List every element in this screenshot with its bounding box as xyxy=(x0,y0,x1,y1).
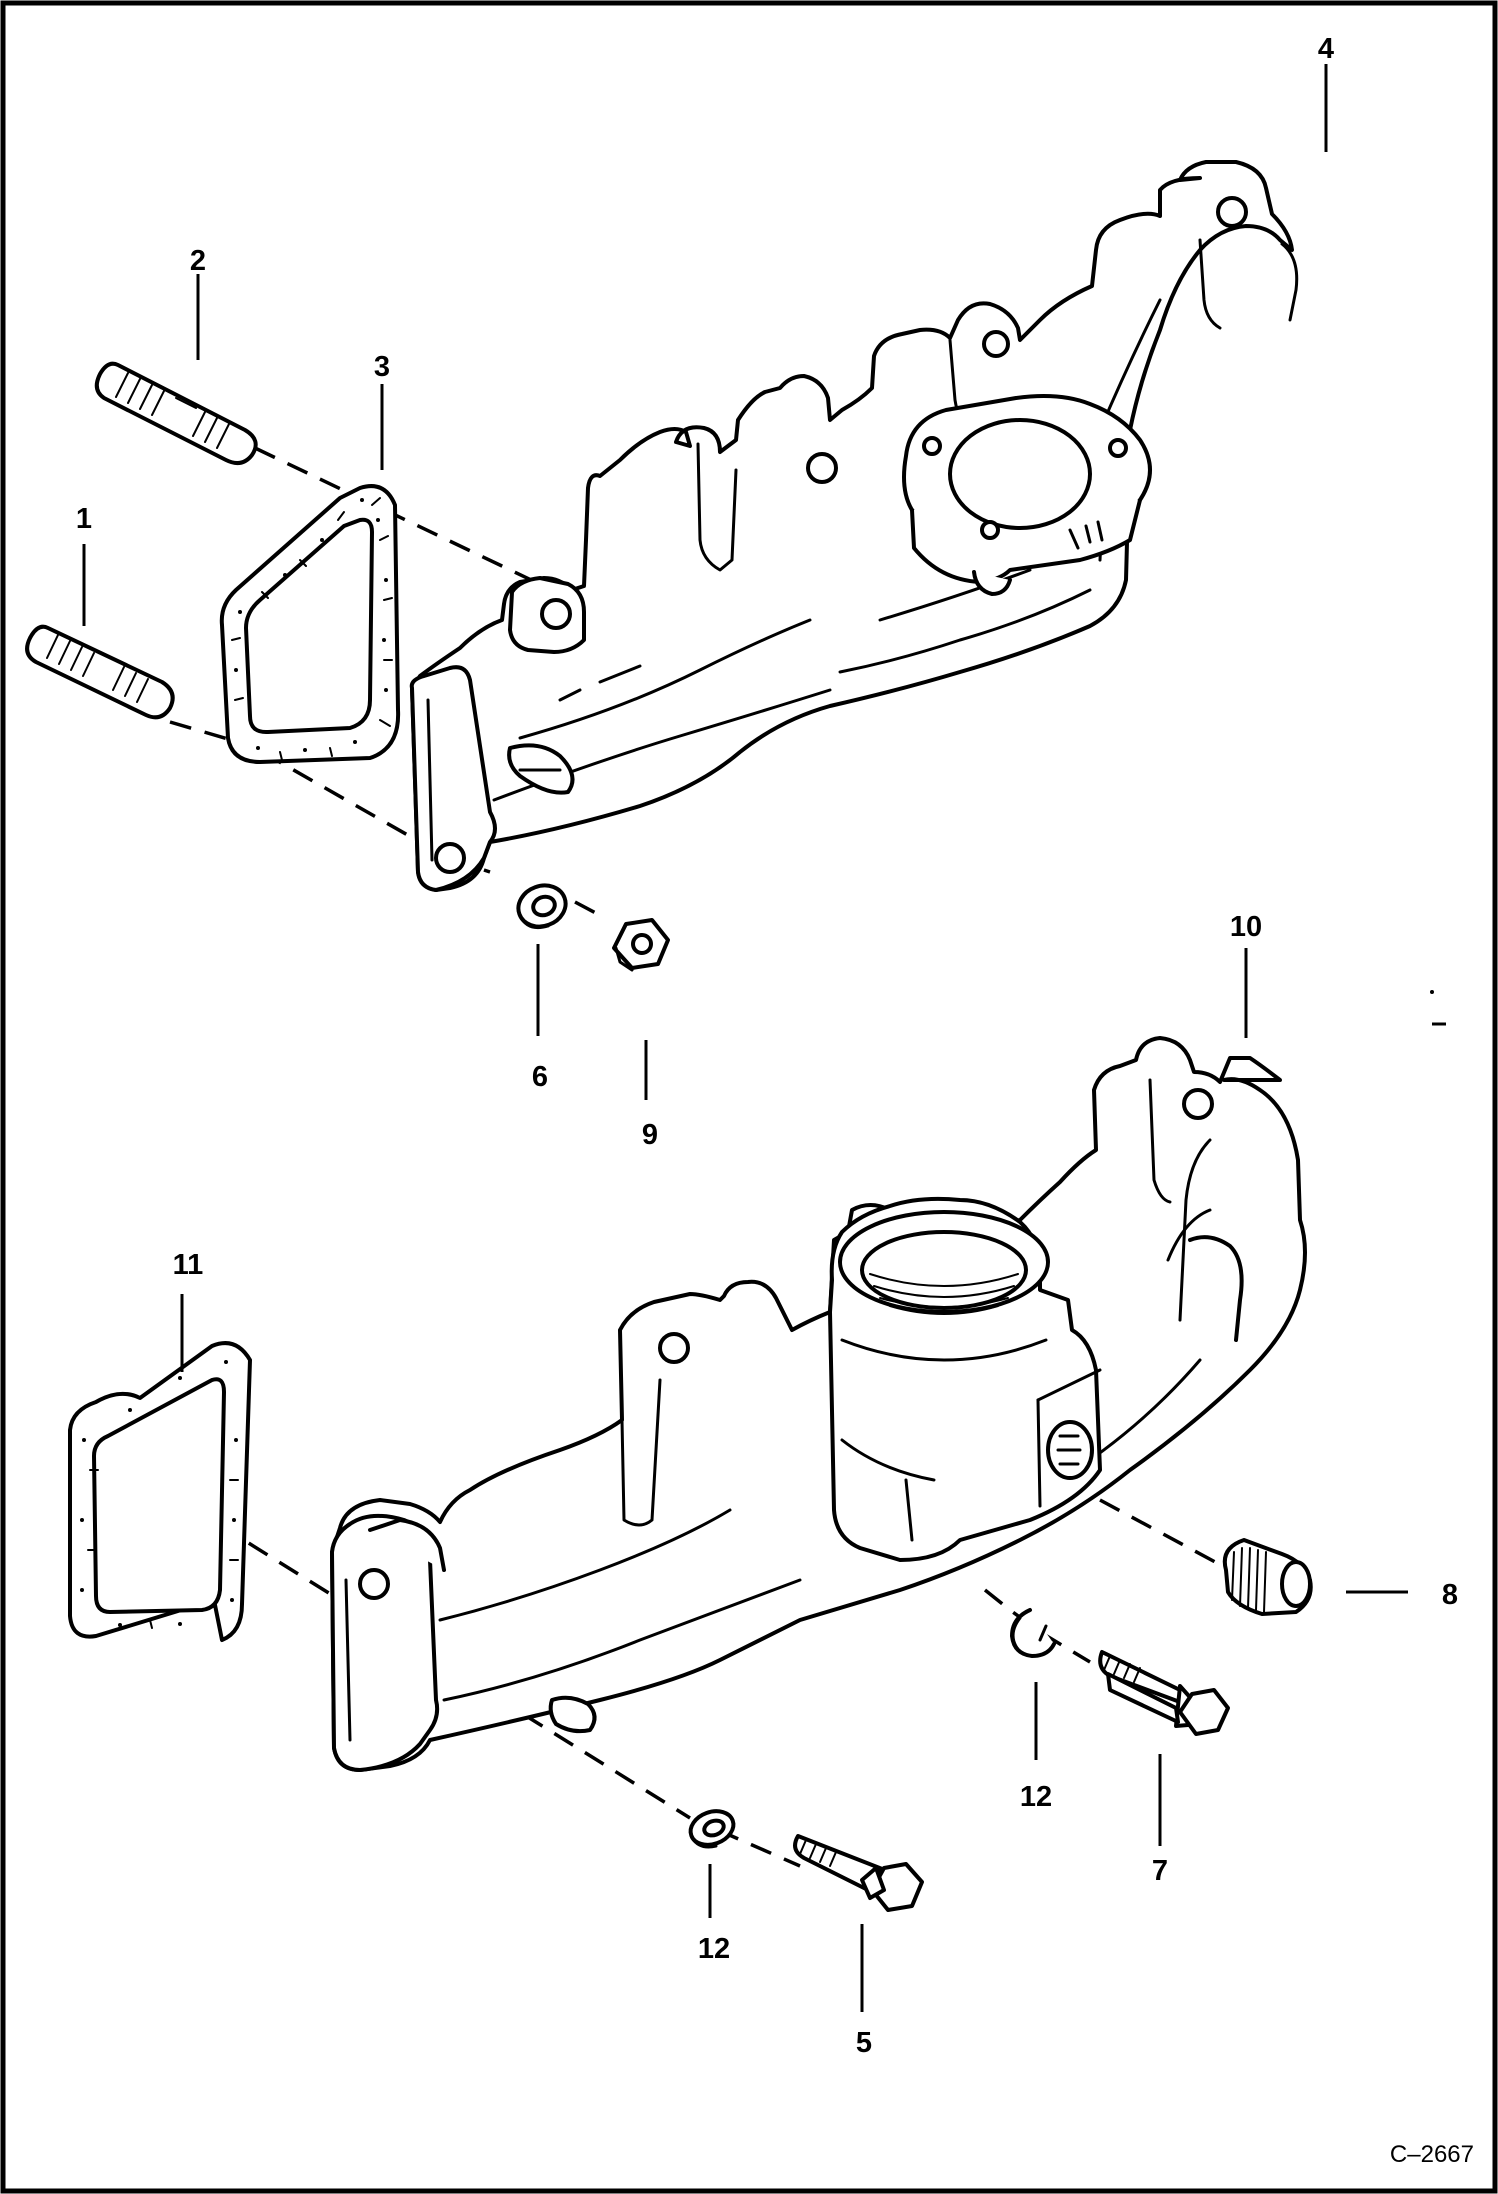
plug-8-icon xyxy=(1222,1538,1313,1616)
callout-12-right: 12 xyxy=(1020,1781,1052,1813)
upper-exhaust-manifold-group xyxy=(25,160,1299,972)
exhaust-manifold-4-icon xyxy=(409,160,1299,892)
stud-2-icon xyxy=(94,361,258,466)
washer-12-lower-icon xyxy=(688,1809,736,1849)
bolt-5-icon xyxy=(793,1834,924,1912)
lower-exhaust-manifold-group xyxy=(68,1036,1313,1912)
alignment-line-washer-nut xyxy=(574,900,606,920)
callout-1: 1 xyxy=(76,503,92,535)
gasket-3-icon xyxy=(219,484,401,764)
callout-12-lower: 12 xyxy=(698,1933,730,1965)
exhaust-manifold-10-icon xyxy=(330,1036,1307,1772)
callout-7: 7 xyxy=(1152,1855,1168,1887)
callout-8: 8 xyxy=(1442,1579,1458,1611)
stud-1-icon xyxy=(25,624,175,720)
callout-4: 4 xyxy=(1318,33,1334,65)
callout-2: 2 xyxy=(190,245,206,277)
alignment-line-washer-to-bolt xyxy=(717,1828,801,1868)
washer-6-icon xyxy=(516,883,568,930)
callout-3: 3 xyxy=(374,351,390,383)
callout-10: 10 xyxy=(1230,911,1262,943)
callout-5: 5 xyxy=(856,2027,872,2059)
bolt-7-icon xyxy=(1098,1650,1230,1736)
alignment-line-lower-stud xyxy=(169,720,491,874)
callout-11: 11 xyxy=(173,1249,204,1281)
callout-9: 9 xyxy=(642,1119,658,1151)
alignment-line-upper-stud xyxy=(254,446,549,590)
alignment-line-plug-8 xyxy=(1099,1498,1231,1572)
leader-lines xyxy=(82,64,1446,2012)
callout-6: 6 xyxy=(532,1061,548,1093)
figure-id: C–2667 xyxy=(1390,2141,1474,2168)
lock-washer-12-right-icon xyxy=(1010,1608,1056,1658)
nut-9-icon xyxy=(612,918,670,972)
gasket-11-icon xyxy=(68,1341,252,1642)
callout-labels: 4 2 3 1 6 9 10 11 8 12 7 12 5 xyxy=(76,33,1458,2059)
